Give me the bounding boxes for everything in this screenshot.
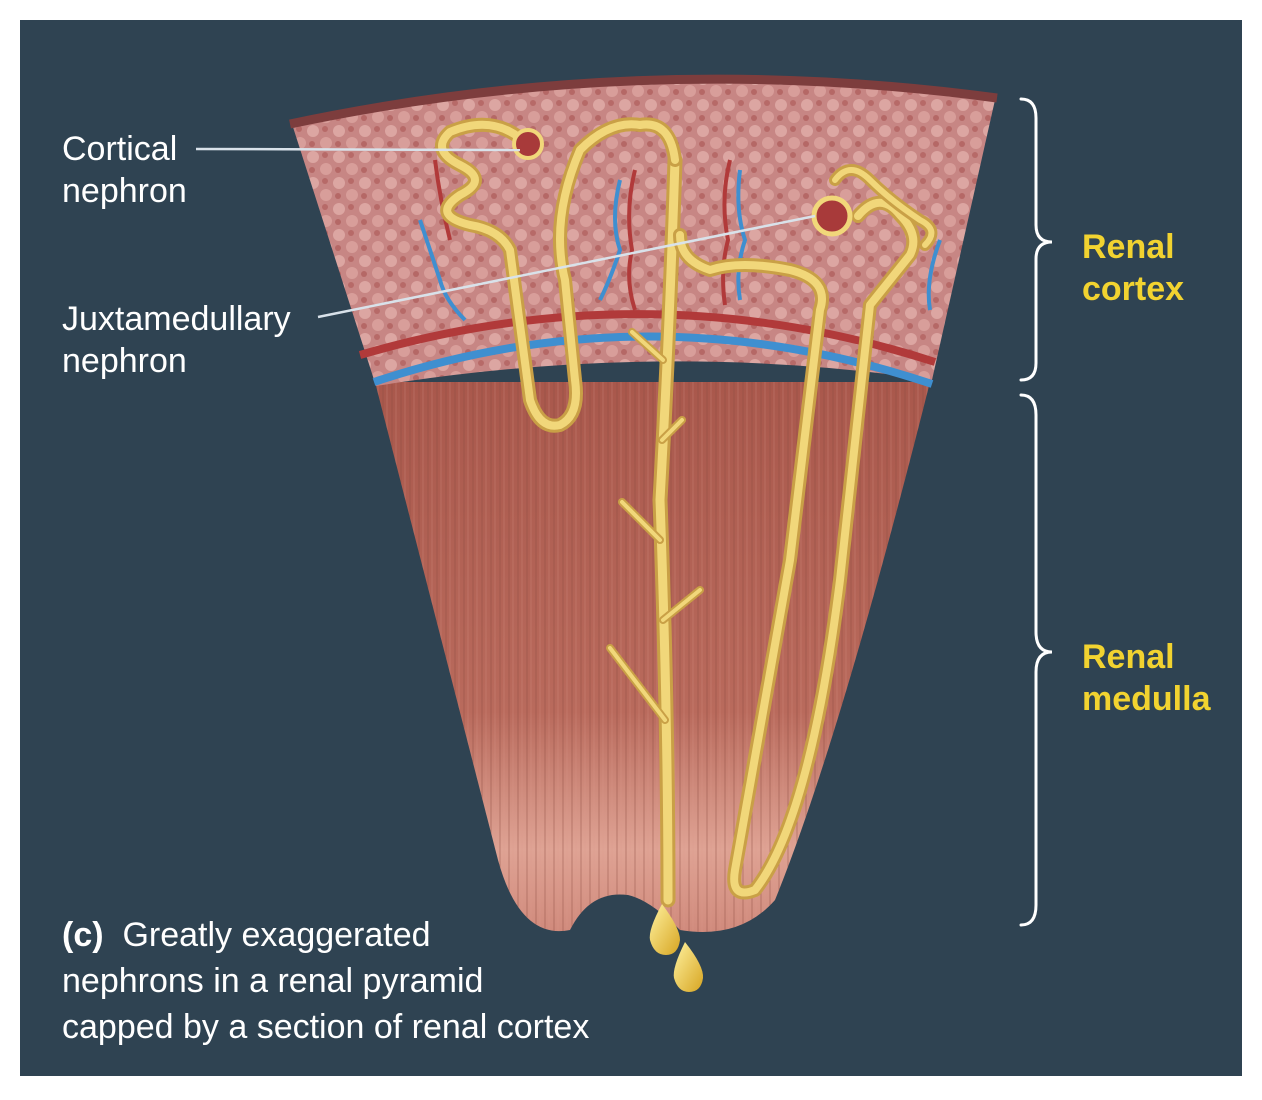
arcuate-artery [358,310,937,366]
cortical-nephron-label-text: Cortical nephron [62,130,187,210]
cortical-nephron-tubule [435,117,682,433]
juxtamedullary-nephron-leader [317,214,816,319]
renal-cortex-bracket [1019,97,1053,382]
renal-medulla-bracket [1019,393,1053,927]
urine-drop [649,904,680,955]
juxtamedullary-glomerulus [811,195,853,237]
figure-caption: (c) Greatly exaggerated nephrons in a re… [62,912,589,1050]
caption-part-label: (c) [62,916,104,954]
juxtamedullary-nephron-label: Juxtamedullary nephron [62,300,291,380]
renal-medulla-label: Renal medulla [1082,638,1211,718]
urine-drop [673,942,704,992]
renal-capsule [289,74,998,129]
interlobular-vessels [418,159,942,322]
juxtamedullary-nephron-tubule [673,164,938,900]
cortical-nephron-leader [195,147,521,152]
renal-cortex-label: Renal cortex [1082,228,1185,308]
cortical-glomerulus [512,128,544,160]
renal-pyramid-illustration [195,74,1053,992]
caption-line-3: capped by a section of renal cortex [62,1008,590,1046]
caption-line-1: Greatly exaggerated [122,916,431,954]
arcuate-vein [372,332,934,388]
leader-lines [195,147,816,319]
caption-line-2: nephrons in a renal pyramid [62,962,484,1000]
collecting-duct [606,152,704,908]
diagram-panel: Cortical nephron Juxtamedullary nephron … [20,20,1242,1076]
